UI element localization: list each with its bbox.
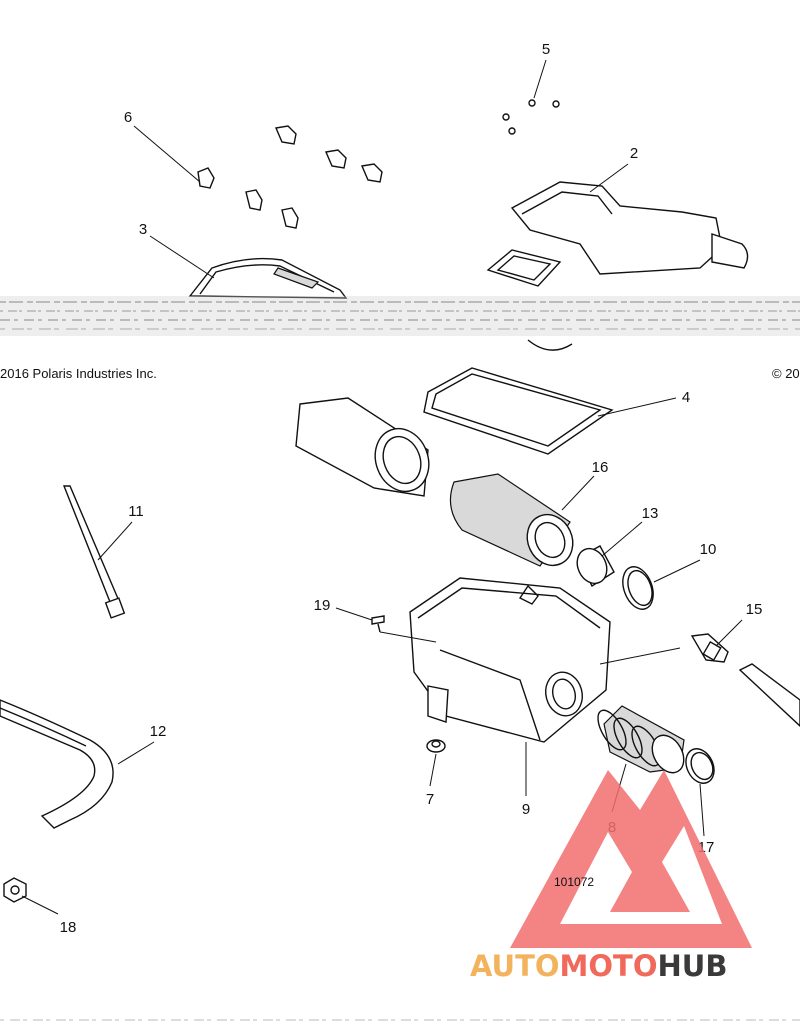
copyright-left: 2016 Polaris Industries Inc.: [0, 366, 157, 381]
callout-18: 18: [60, 919, 77, 936]
callout-7: 7: [426, 791, 434, 808]
part-17-clamp: [685, 748, 715, 784]
part-1-prefilter: [295, 397, 430, 497]
part-10-clamp: [622, 566, 654, 610]
part-16-air-filter: [449, 473, 574, 567]
brand-part-auto: AUTO: [470, 949, 560, 983]
callout-5: 5: [542, 41, 550, 58]
watermark-brand: AUTOMOTOHUB: [470, 949, 727, 983]
callout-numbers: 5 2 6 3 4 16 13 10 11 15 19 12 7 9 8 17 …: [60, 41, 763, 936]
duct-fragment: [527, 339, 573, 351]
part-3-airbox-cover: [188, 257, 348, 299]
brand-part-moto: MOTO: [560, 949, 658, 983]
part-18-nut: [3, 877, 27, 903]
leader-lines: [21, 59, 743, 915]
breather-hose-right: [738, 663, 800, 727]
callout-16: 16: [592, 459, 609, 476]
callout-13: 13: [642, 505, 659, 522]
callout-6: 6: [124, 109, 132, 126]
watermark-triangle-icon: [510, 770, 752, 948]
part-9-airbox-base: [409, 577, 611, 743]
callout-15: 15: [746, 601, 763, 618]
callout-11: 11: [128, 503, 144, 520]
callout-9: 9: [522, 801, 530, 818]
part-6-clips: [197, 125, 383, 229]
callout-4: 4: [682, 389, 690, 406]
copyright-right: © 20: [772, 366, 800, 381]
drawing-number: 101072: [554, 875, 594, 889]
part-5-screws: [502, 99, 560, 135]
part-15-fitting: [690, 633, 729, 663]
part-11-cable-tie: [62, 485, 126, 619]
callout-3: 3: [139, 221, 147, 238]
part-13-coupler: [576, 545, 615, 588]
part-12-hose: [0, 699, 114, 829]
part-4-gasket: [423, 367, 614, 455]
part-8-intake-boot: [597, 705, 685, 774]
brand-part-hub: HUB: [658, 949, 728, 983]
part-7-grommet: [426, 739, 446, 753]
callout-2: 2: [630, 145, 638, 162]
part-2-intake-duct: [486, 181, 749, 287]
callout-12: 12: [150, 723, 167, 740]
watermark-logo: [510, 770, 752, 948]
callout-10: 10: [700, 541, 717, 558]
callout-19: 19: [314, 597, 331, 614]
scan-noise-band: [0, 296, 800, 336]
part-19-screw: [371, 615, 385, 633]
